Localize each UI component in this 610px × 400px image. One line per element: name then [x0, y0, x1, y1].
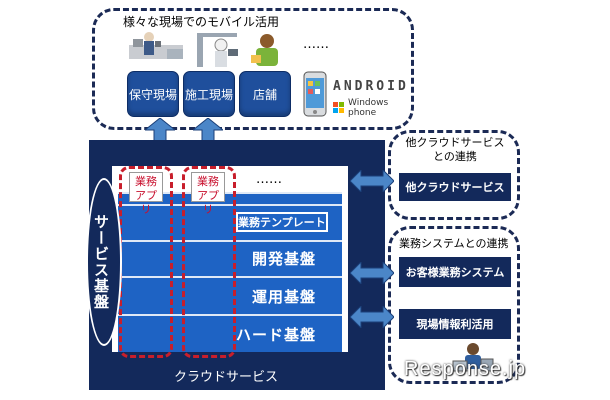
- store-clerk-illustration: [247, 29, 287, 69]
- site-button-store: 店舗: [239, 71, 291, 117]
- operations-layer: [118, 276, 342, 314]
- mobile-usage-group: 様々な現場でのモバイル活用 …… 保守現場 施工現場 店舗: [92, 8, 414, 130]
- development-layer-label: 開発基盤: [251, 250, 316, 268]
- double-arrow-icon: [349, 168, 395, 194]
- apps-ellipsis: ……: [256, 172, 282, 187]
- mobile-usage-title: 様々な現場でのモバイル活用: [123, 15, 280, 29]
- construction-worker-illustration: [195, 29, 243, 69]
- business-system-group: 業務システムとの連携 お客様業務システム 現場情報利活用: [388, 226, 520, 384]
- mobile-ellipsis: ……: [303, 37, 329, 52]
- site-button-construction: 施工現場: [183, 71, 235, 117]
- business-app-card: 業務 アプリ: [129, 172, 163, 216]
- app-stack-frame: [119, 166, 173, 358]
- operations-layer-label: 運用基盤: [251, 288, 316, 306]
- other-cloud-title: 他クラウドサービス との連携: [405, 136, 505, 163]
- customer-system-box: お客様業務システム: [399, 257, 511, 287]
- field-info-box: 現場情報利活用: [399, 309, 511, 339]
- business-app-card: 業務 アプリ: [191, 172, 225, 216]
- service-base-label: サービス基盤: [92, 214, 110, 310]
- hardware-layer-label: ハード基盤: [235, 326, 316, 344]
- hardware-layer: [118, 314, 342, 352]
- smartphone-icon: [303, 71, 327, 117]
- app-layer: [118, 192, 342, 204]
- cloud-service-label: クラウドサービス: [174, 370, 279, 385]
- windows-phone-logo: Windows phone: [348, 98, 389, 118]
- other-cloud-box: 他クラウドサービス: [399, 173, 511, 201]
- service-base-ellipse: [86, 178, 122, 346]
- app-stack-frame: [182, 166, 236, 358]
- double-arrow-icon: [349, 304, 395, 330]
- development-layer: [118, 240, 342, 276]
- other-cloud-group: 他クラウドサービス との連携 他クラウドサービス: [388, 130, 520, 220]
- business-system-title: 業務システムとの連携: [399, 237, 509, 250]
- watermark: Response.jp: [404, 358, 527, 380]
- office-worker-illustration: [451, 341, 495, 377]
- business-template-label: 業務テンプレート: [238, 216, 326, 229]
- site-button-maintenance: 保守現場: [127, 71, 179, 117]
- double-arrow-icon: [349, 260, 395, 286]
- windows-phone-icon: [333, 99, 345, 113]
- business-template-box: [236, 212, 328, 232]
- android-logo: ANDROID: [333, 79, 409, 94]
- maintenance-worker-illustration: [127, 29, 185, 69]
